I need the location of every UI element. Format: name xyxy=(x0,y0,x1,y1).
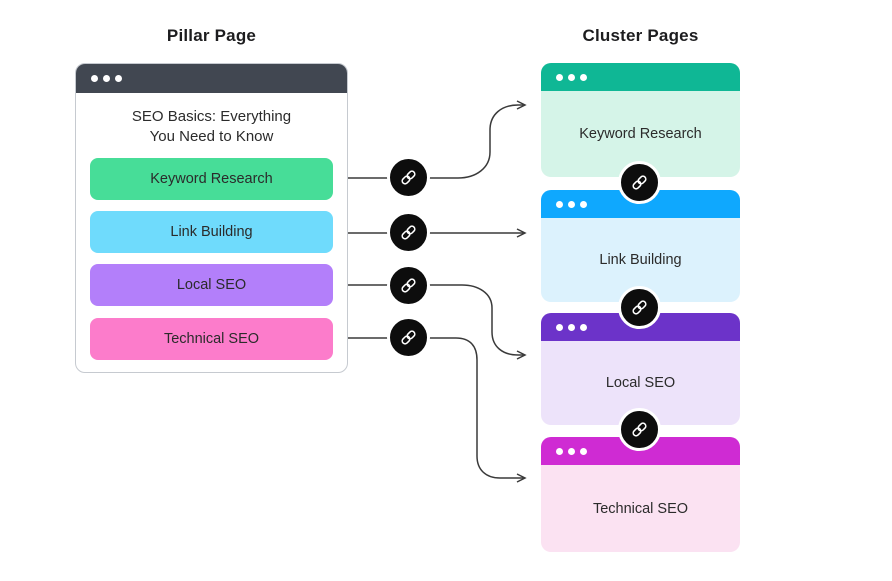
chain-link-icon xyxy=(618,408,661,451)
connector-technical-seo xyxy=(348,337,527,483)
window-dot-icon xyxy=(580,447,587,455)
chain-link-icon xyxy=(387,264,430,307)
cluster-page-label: Local SEO xyxy=(605,375,676,391)
pillar-page-window: SEO Basics: Everything You Need to Know … xyxy=(75,63,348,373)
window-dot-icon xyxy=(580,200,587,208)
pillar-link-technical-seo: Technical SEO xyxy=(90,318,333,360)
window-dot-icon xyxy=(568,73,575,81)
cluster-titlebar xyxy=(541,63,740,91)
window-dot-icon xyxy=(103,75,110,82)
window-dot-icon xyxy=(568,323,575,331)
window-dot-icon xyxy=(115,75,122,82)
pillar-title-line1: SEO Basics: Everything xyxy=(131,108,292,125)
window-dot-icon xyxy=(556,447,563,455)
window-dot-icon xyxy=(556,200,563,208)
window-dot-icon xyxy=(91,75,98,82)
pillar-title-line2: You Need to Know xyxy=(149,128,274,146)
chain-link-icon xyxy=(387,316,430,359)
pillar-link-label: Technical SEO xyxy=(163,331,260,347)
pillar-link-keyword-research: Keyword Research xyxy=(90,158,333,200)
pillar-page-heading: Pillar Page xyxy=(166,26,257,45)
window-dot-icon xyxy=(580,323,587,331)
pillar-window-titlebar xyxy=(76,64,347,93)
chain-link-icon xyxy=(387,211,430,254)
cluster-page-label: Link Building xyxy=(599,252,682,268)
cluster-page-label: Keyword Research xyxy=(579,126,702,142)
chain-link-icon xyxy=(618,161,661,204)
pillar-link-label: Keyword Research xyxy=(150,171,273,187)
pillar-link-local-seo: Local SEO xyxy=(90,264,333,306)
window-dot-icon xyxy=(556,73,563,81)
cluster-page-keyword-research: Keyword Research xyxy=(541,63,740,177)
connector-local-seo xyxy=(348,284,527,360)
pillar-link-link-building: Link Building xyxy=(90,211,333,253)
window-dot-icon xyxy=(580,73,587,81)
cluster-page-link-building: Link Building xyxy=(541,190,740,302)
chain-link-icon xyxy=(618,286,661,329)
connector-keyword-research xyxy=(348,100,527,179)
pillar-link-label: Link Building xyxy=(170,224,253,240)
chain-link-icon xyxy=(387,156,430,199)
window-dot-icon xyxy=(556,323,563,331)
pillar-link-label: Local SEO xyxy=(176,277,247,293)
cluster-page-technical-seo: Technical SEO xyxy=(541,437,740,552)
cluster-page-label: Technical SEO xyxy=(592,500,689,517)
window-dot-icon xyxy=(568,200,575,208)
pillar-window-title: SEO Basics: Everything You Need to Know xyxy=(76,107,347,148)
cluster-pages-heading: Cluster Pages xyxy=(582,26,699,45)
window-dot-icon xyxy=(568,447,575,455)
